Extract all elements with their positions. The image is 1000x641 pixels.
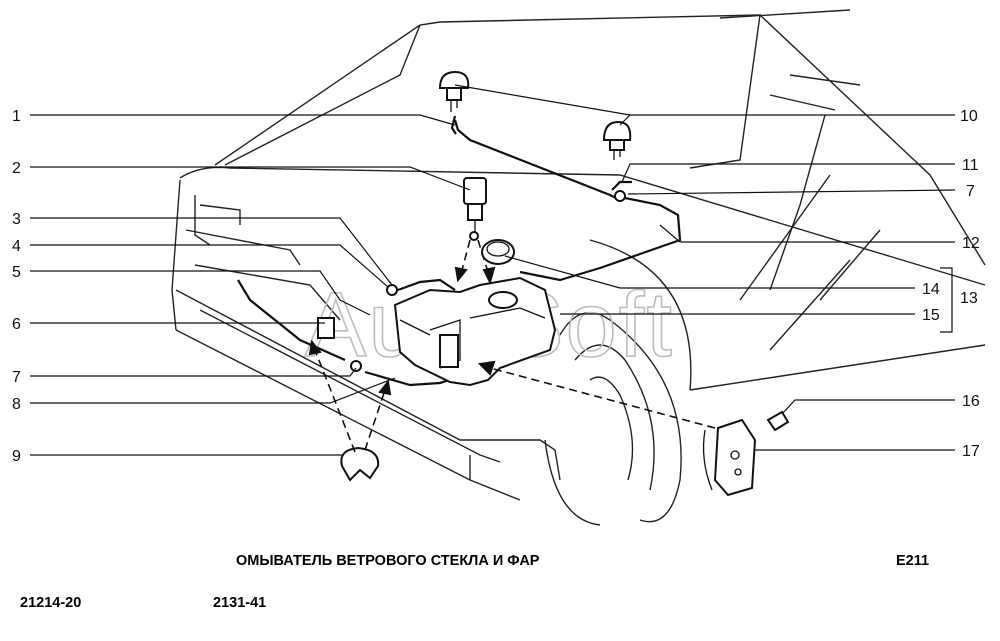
reservoir-cap: [481, 239, 515, 265]
callout-4: 4: [12, 238, 21, 255]
cable-holder-clip: [340, 446, 380, 482]
callout-7-right: 7: [966, 183, 975, 200]
callout-10: 10: [960, 108, 978, 125]
callout-14: 14: [922, 281, 940, 298]
diagram-title: ОМЫВАТЕЛЬ ВЕТРОВОГО СТЕКЛА И ФАР: [236, 553, 540, 569]
washer-reservoir: [393, 276, 557, 387]
callout-16: 16: [962, 393, 980, 410]
car-body-outline: [171, 9, 986, 526]
callout-6: 6: [12, 316, 21, 333]
callout-9: 9: [12, 448, 21, 465]
headlight-washer-nozzle: [438, 70, 470, 112]
leader-lines: [30, 84, 956, 456]
callout-13: 13: [960, 290, 978, 307]
callout-labels: 1 2 3 4 5 6 7 8 9 10 11 7 12 14 13 15 16…: [12, 108, 980, 465]
callout-3: 3: [12, 211, 21, 228]
washer-pump: [463, 177, 487, 241]
callout-1: 1: [12, 108, 21, 125]
callout-2: 2: [12, 160, 21, 177]
callout-12: 12: [962, 235, 980, 252]
assembly-arrows: [308, 239, 716, 453]
mounting-screw: [766, 410, 790, 432]
catalog-code: 2131-41: [213, 595, 267, 611]
reservoir-bracket: [702, 418, 757, 497]
callout-8: 8: [12, 396, 21, 413]
windshield-washer-nozzle: [602, 120, 632, 160]
callout-11: 11: [962, 157, 979, 174]
callout-7-left: 7: [12, 369, 21, 386]
callout-17: 17: [962, 443, 980, 460]
hose-clip: [317, 317, 335, 339]
page-code: E211: [896, 553, 930, 569]
callout-5: 5: [12, 264, 21, 281]
model-code: 21214-20: [20, 595, 82, 611]
callout-15: 15: [922, 307, 940, 324]
